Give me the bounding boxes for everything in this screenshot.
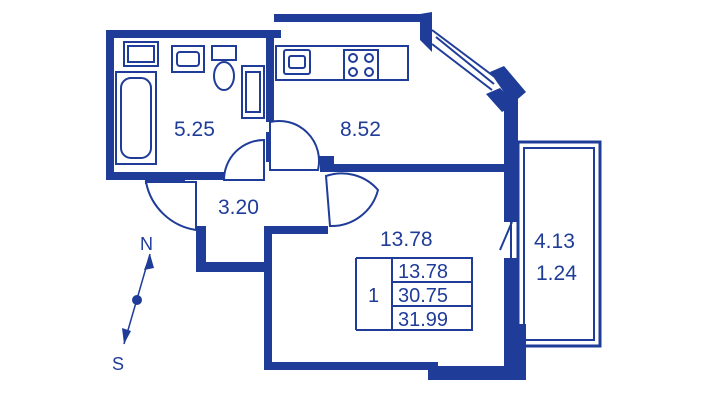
sink-icon <box>171 45 205 73</box>
summary-total-with-balcony: 31.99 <box>398 309 448 331</box>
rooms-count: 1 <box>368 285 379 307</box>
bathtub-icon <box>115 41 159 165</box>
balcony-area-label: 4.13 <box>534 230 575 253</box>
north-arrow-icon <box>144 254 154 270</box>
kitchen-counter <box>275 45 409 81</box>
balcony-reduced-area-label: 1.24 <box>536 262 577 285</box>
hall-area-label: 3.20 <box>218 196 259 219</box>
toilet-icon <box>211 45 237 91</box>
door-swings <box>144 119 380 232</box>
compass-center-dot <box>132 295 142 305</box>
window-diagonal <box>431 29 497 91</box>
living-area-label: 13.78 <box>380 228 433 251</box>
area-summary-table: 1 13.78 30.75 31.99 <box>355 257 473 331</box>
south-arrow-icon <box>122 328 131 344</box>
kitchen-area-label: 8.52 <box>340 118 381 141</box>
summary-total-area: 30.75 <box>398 285 448 307</box>
stove-icon <box>343 49 379 81</box>
kitchen-sink-icon <box>283 49 311 75</box>
balcony <box>499 140 602 348</box>
compass: N S <box>112 234 154 374</box>
summary-living-area: 13.78 <box>398 261 448 283</box>
compass-north-label: N <box>140 234 153 254</box>
bathroom-area-label: 5.25 <box>174 118 215 141</box>
compass-south-label: S <box>112 354 124 374</box>
washer-icon <box>241 65 265 119</box>
